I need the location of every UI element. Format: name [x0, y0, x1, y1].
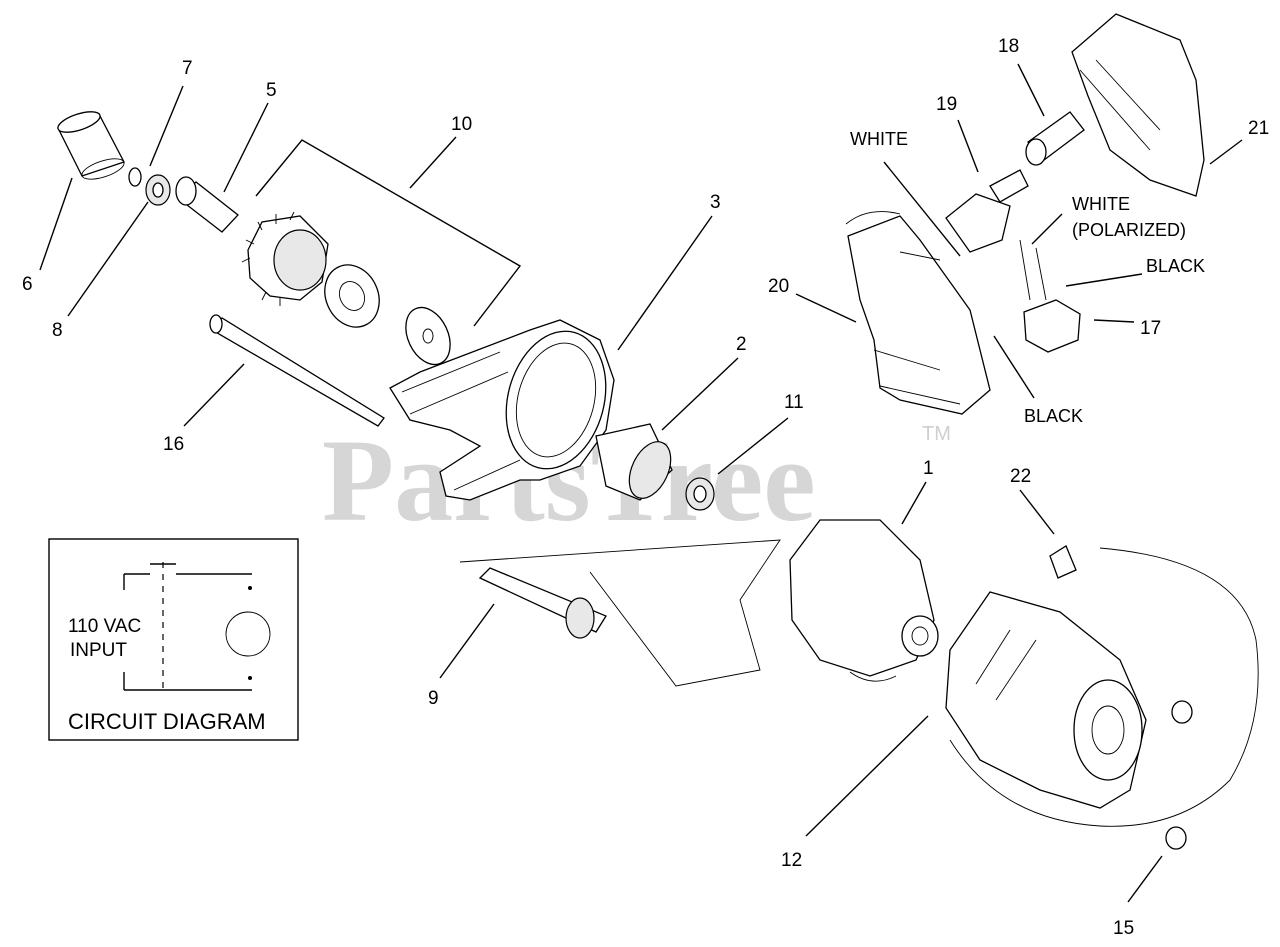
callout-7: 7	[182, 58, 193, 79]
watermark-trademark: TM	[922, 423, 951, 445]
circuit-input-line1: 110 VAC	[68, 616, 141, 637]
callout-15: 15	[1113, 918, 1134, 939]
circuit-diagram-title: CIRCUIT DIAGRAM	[68, 709, 266, 734]
wire-label-black-top: BLACK	[1146, 256, 1205, 276]
callout-12: 12	[781, 850, 802, 871]
circuit-input-line2: INPUT	[70, 640, 127, 661]
circuit-diagram-frame	[48, 538, 299, 741]
callout-11: 11	[784, 392, 804, 413]
part-15-nut	[1165, 700, 1193, 850]
part-2-belt	[595, 423, 673, 501]
callout-18: 18	[998, 36, 1019, 57]
part-21-cover	[1071, 13, 1205, 197]
part-17-connector	[1019, 239, 1081, 353]
callout-22: 22	[1010, 466, 1031, 487]
callout-6: 6	[22, 274, 33, 295]
part-5-tube	[175, 176, 239, 233]
callout-10: 10	[451, 114, 472, 135]
wire-label-polarized: (POLARIZED)	[1072, 220, 1186, 240]
part-washer-2	[405, 306, 451, 366]
part-16-bolt	[209, 314, 385, 427]
callout-numbers: 7 5 10 6 8 16 3 2 11 9 1 22 12 15 18 19 …	[22, 36, 1269, 939]
part-22-clip	[1049, 545, 1077, 579]
wire-labels: WHITE WHITE (POLARIZED) BLACK BLACK	[850, 129, 1205, 426]
wire-label-white-polarized: WHITE	[1072, 194, 1130, 214]
callout-20: 20	[768, 276, 789, 297]
part-18-capacitor	[1025, 111, 1085, 166]
part-washer	[324, 264, 380, 328]
callout-2: 2	[736, 334, 747, 355]
part-19-switch	[945, 169, 1029, 253]
callout-21: 21	[1248, 118, 1269, 139]
callout-9: 9	[428, 688, 439, 709]
wire-label-white: WHITE	[850, 129, 908, 149]
circuit-motor-symbol	[225, 611, 271, 657]
part-11-bushing	[685, 477, 715, 511]
circuit-diagram-box: 110 VAC INPUT CIRCUIT DIAGRAM	[48, 538, 299, 741]
callout-3: 3	[710, 192, 721, 213]
part-6-sleeve	[57, 111, 125, 180]
leader-lines	[39, 63, 1243, 903]
callout-16: 16	[163, 434, 184, 455]
wire-label-black-bottom: BLACK	[1024, 406, 1083, 426]
callout-8: 8	[52, 320, 63, 341]
callout-1: 1	[923, 458, 934, 479]
part-20-switch-housing	[845, 211, 991, 415]
part-1-gearbox	[789, 519, 939, 682]
callout-19: 19	[936, 94, 957, 115]
part-7-ring	[128, 167, 142, 187]
part-3-housing	[389, 319, 615, 501]
callout-17: 17	[1140, 318, 1161, 339]
part-8-bearing	[145, 174, 171, 206]
part-10-gear	[241, 211, 329, 306]
part-12-motor	[945, 547, 1259, 827]
callout-5: 5	[266, 80, 277, 101]
part-9-shaft	[459, 539, 781, 687]
